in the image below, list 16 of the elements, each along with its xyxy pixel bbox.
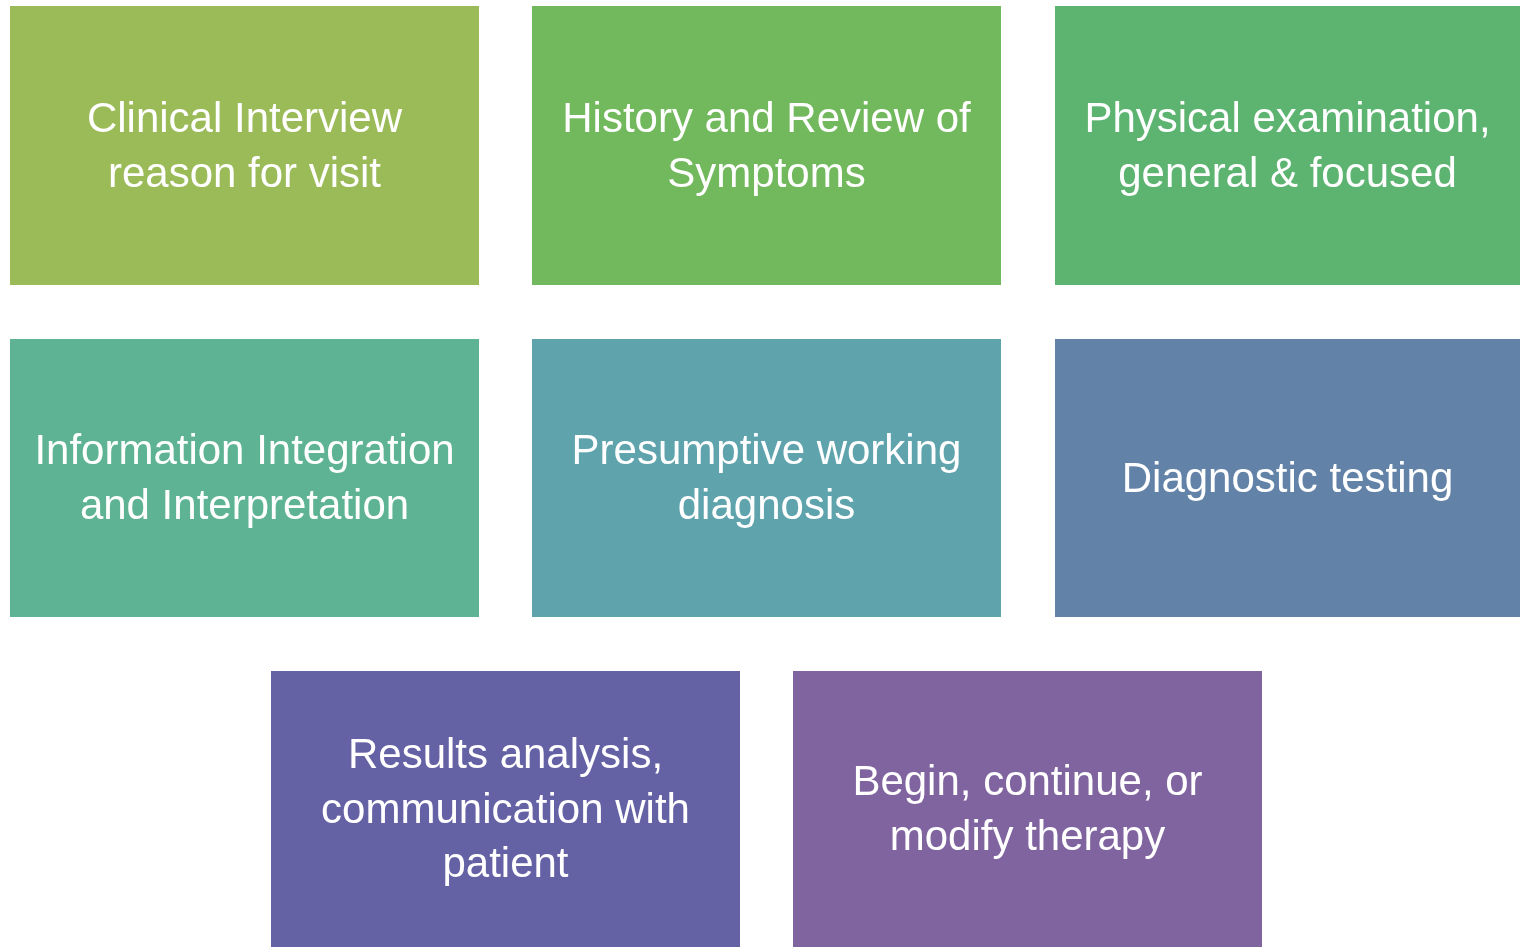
process-box	[1055, 6, 1520, 285]
step-text: Physical examination, general & focused	[1083, 92, 1492, 198]
step-text: Clinical Interview reason for visit	[85, 92, 404, 198]
step-text: Results analysis, communication with patient	[320, 729, 691, 889]
step-text: Diagnostic testing	[1121, 452, 1454, 503]
step-text: Begin, continue, or modify therapy	[851, 756, 1204, 861]
process-box	[532, 6, 1001, 285]
process-box	[10, 339, 479, 617]
process-box	[271, 671, 740, 947]
process-box	[532, 339, 1001, 617]
step-text: Presumptive working diagnosis	[570, 425, 963, 530]
process-box	[1055, 339, 1520, 617]
step-text: History and Review of Symptoms	[561, 92, 972, 198]
process-box	[793, 671, 1262, 947]
process-box	[10, 6, 479, 285]
step-text: Information Integration and Interpretation	[33, 425, 456, 530]
